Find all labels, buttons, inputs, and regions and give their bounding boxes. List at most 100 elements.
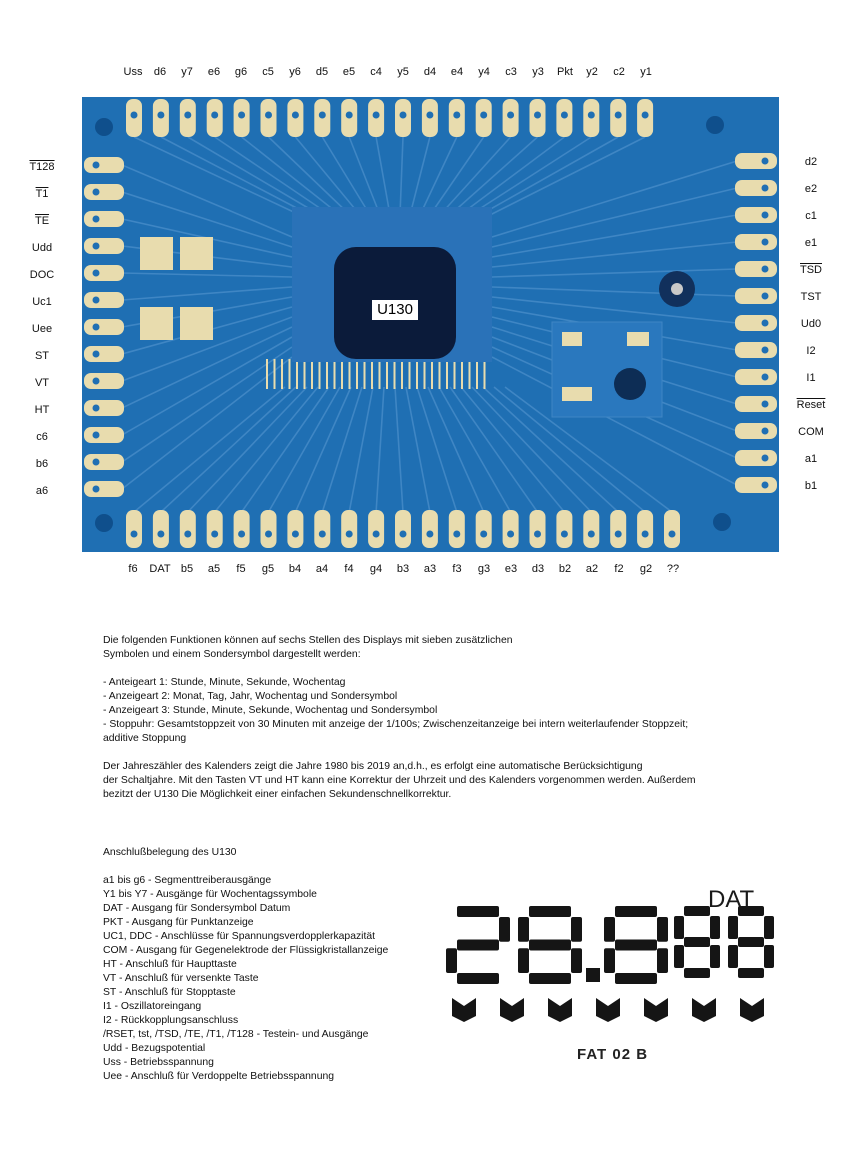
pinout-line: a1 bis g6 - Segmenttreiberausgänge bbox=[103, 875, 272, 886]
pinout-line: VT - Anschluß für versenkte Taste bbox=[103, 973, 259, 984]
pin-label-top: y7 bbox=[181, 66, 193, 78]
pin-pad-right bbox=[735, 234, 777, 250]
pinout-line: I2 - Rückkopplungsanschluss bbox=[103, 1015, 239, 1026]
lcd-segment bbox=[518, 917, 529, 942]
pin-label-bottom: a4 bbox=[315, 563, 329, 575]
lcd-segment bbox=[457, 939, 499, 951]
lcd-segment bbox=[518, 948, 529, 973]
pin-pad-left bbox=[84, 157, 124, 173]
pin-pad-bottom bbox=[556, 510, 573, 548]
pin-label-bottom: b4 bbox=[288, 563, 302, 575]
pin-label-bottom: f2 bbox=[614, 563, 624, 575]
pin-label-top: Uss bbox=[123, 66, 143, 78]
pin-label-left: T128 bbox=[29, 161, 55, 173]
mode-line: - Anzeigeart 3: Stunde, Minute, Sekunde,… bbox=[103, 705, 438, 716]
pin-label-left: a6 bbox=[35, 485, 49, 497]
pin-label-top: g6 bbox=[234, 66, 248, 78]
lcd-segment bbox=[738, 906, 764, 916]
pin-pad-right bbox=[735, 369, 777, 385]
lcd-segment bbox=[710, 916, 720, 939]
pin-label-bottom: f5 bbox=[236, 563, 246, 575]
lcd-segment bbox=[657, 917, 668, 942]
pin-pad-bottom bbox=[152, 510, 169, 548]
pin-label-left: HT bbox=[34, 404, 50, 416]
lcd-segment bbox=[615, 906, 657, 917]
pin-label-right: I2 bbox=[806, 345, 816, 357]
pin-label-bottom: f6 bbox=[128, 563, 138, 575]
lcd-segment bbox=[457, 906, 499, 917]
lcd-segment bbox=[615, 973, 657, 984]
pin-label-left: Uee bbox=[31, 323, 53, 335]
lcd-segment bbox=[446, 948, 457, 973]
pin-pad-bottom bbox=[502, 510, 519, 548]
pin-pad-left bbox=[84, 373, 124, 389]
pin-label-left: T1 bbox=[35, 188, 49, 200]
lcd-dot bbox=[586, 968, 600, 982]
pinout-line: Y1 bis Y7 - Ausgänge für Wochentagssymbo… bbox=[103, 889, 317, 900]
pinout-line: HT - Anschluß für Haupttaste bbox=[103, 959, 237, 970]
pin-pad-left bbox=[84, 238, 124, 254]
pin-pad-left bbox=[84, 265, 124, 281]
pin-pad-right bbox=[735, 153, 777, 169]
pin-label-top: d5 bbox=[315, 66, 329, 78]
lcd-segment bbox=[604, 917, 615, 942]
pin-label-bottom: ?? bbox=[666, 563, 680, 575]
pin-label-bottom: a5 bbox=[207, 563, 221, 575]
pin-label-left: VT bbox=[34, 377, 50, 389]
pin-label-right: TST bbox=[800, 291, 822, 303]
pin-pad-bottom bbox=[664, 510, 680, 548]
calendar-line: Der Jahreszähler des Kalenders zeigt die… bbox=[103, 761, 643, 772]
weekday-arrow-icon bbox=[500, 998, 524, 1022]
pinout-line: I1 - Oszillatoreingang bbox=[103, 1001, 202, 1012]
description: Die folgenden Funktionen können auf sech… bbox=[103, 634, 743, 802]
pin-label-bottom: g3 bbox=[477, 563, 491, 575]
lcd-segment bbox=[764, 945, 774, 968]
pin-pad-left bbox=[84, 346, 124, 362]
pin-pad-right bbox=[735, 288, 777, 304]
pin-label-top: y2 bbox=[586, 66, 598, 78]
lcd-segment bbox=[710, 945, 720, 968]
lcd-segment bbox=[499, 917, 510, 942]
pin-label-bottom: e3 bbox=[504, 563, 518, 575]
weekday-arrow-icon bbox=[692, 998, 716, 1022]
pin-pad-bottom bbox=[233, 510, 250, 548]
pcb-board bbox=[82, 97, 779, 552]
pin-pad-bottom bbox=[287, 510, 304, 548]
weekday-arrow-icon bbox=[452, 998, 476, 1022]
pin-label-top: c3 bbox=[505, 66, 517, 78]
pin-pad-bottom bbox=[610, 510, 627, 548]
lcd-segment bbox=[571, 948, 582, 973]
lcd-segment bbox=[529, 973, 571, 984]
pin-pad-left bbox=[84, 319, 124, 335]
lcd-segment bbox=[571, 917, 582, 942]
pin-label-bottom: b2 bbox=[558, 563, 572, 575]
lcd-segment bbox=[728, 916, 738, 939]
mode-line: - Anteigeart 1: Stunde, Minute, Sekunde,… bbox=[103, 677, 346, 688]
lcd-segment bbox=[684, 937, 710, 947]
pin-label-right: c1 bbox=[805, 210, 817, 222]
lcd-segment bbox=[738, 937, 764, 947]
pin-label-top: Pkt bbox=[557, 66, 573, 78]
pinout-line: DAT - Ausgang für Sondersymbol Datum bbox=[103, 903, 291, 914]
pin-label-top: c2 bbox=[613, 66, 625, 78]
pin-label-left: TE bbox=[34, 215, 50, 227]
pinout-line: ST - Anschluß für Stopptaste bbox=[103, 987, 236, 998]
pin-pad-bottom bbox=[448, 510, 465, 548]
pin-label-top: y6 bbox=[289, 66, 301, 78]
pin-label-bottom: a3 bbox=[423, 563, 437, 575]
weekday-arrow-icon bbox=[548, 998, 572, 1022]
pin-pad-bottom bbox=[421, 510, 438, 548]
pin-label-right: b1 bbox=[804, 480, 818, 492]
pin-label-bottom: f3 bbox=[452, 563, 462, 575]
intro-line: Die folgenden Funktionen können auf sech… bbox=[103, 635, 513, 646]
pin-label-bottom: a2 bbox=[585, 563, 599, 575]
pin-label-right: Reset bbox=[796, 399, 826, 411]
lcd-segment bbox=[615, 939, 657, 951]
pin-pad-right bbox=[735, 180, 777, 196]
weekday-arrow-icon bbox=[644, 998, 668, 1022]
lcd-segment bbox=[684, 968, 710, 978]
pin-pad-bottom bbox=[314, 510, 331, 548]
pin-pad-left bbox=[84, 454, 124, 470]
pin-pad-bottom bbox=[395, 510, 411, 548]
pin-pad-right bbox=[735, 261, 777, 277]
